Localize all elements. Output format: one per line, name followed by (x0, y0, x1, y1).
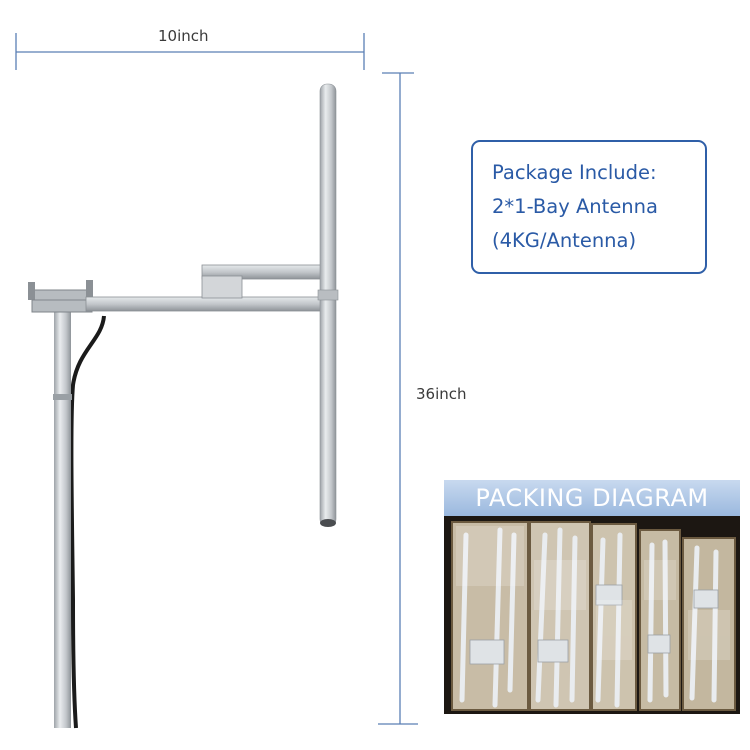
height-dimension-line (378, 72, 418, 725)
package-item-antenna: 2*1-Bay Antenna (492, 195, 658, 218)
dipole-element (319, 83, 337, 527)
height-dimension-label: 36inch (416, 385, 467, 403)
coax-cable (69, 315, 106, 729)
matching-box (201, 275, 243, 299)
width-dimension-label: 10inch (158, 27, 209, 45)
packing-photo-drawing (444, 516, 740, 714)
boom-arm (85, 296, 333, 312)
width-dimension-line (15, 33, 365, 70)
package-include-heading: Package Include: (492, 161, 657, 184)
package-item-weight: (4KG/Antenna) (492, 229, 637, 252)
antenna-image (28, 83, 339, 729)
mounting-clamp (28, 280, 93, 313)
package-include-box: Package Include: 2*1-Bay Antenna (4KG/An… (471, 140, 707, 274)
mast-pole (54, 300, 71, 728)
packing-diagram-title: PACKING DIAGRAM (444, 480, 740, 516)
